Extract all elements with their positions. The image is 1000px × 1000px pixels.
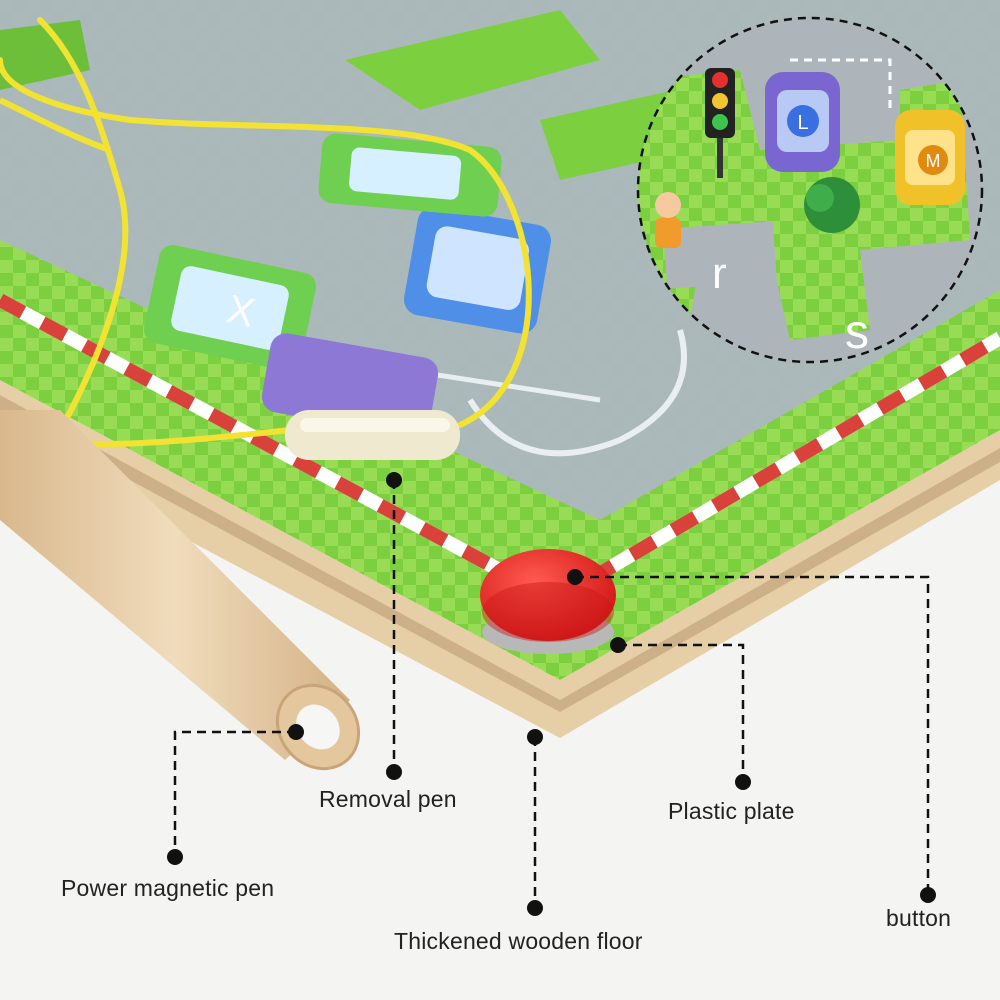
inset-letter-m: M [926,151,941,171]
label-removal-pen: Removal pen [319,786,457,812]
label-plastic-plate: Plastic plate [668,798,795,824]
pen-string [0,57,532,428]
callout-dots [167,472,936,916]
power-magnetic-pen [0,410,361,771]
car-piece-blue [404,206,551,334]
inset-letter-r: r [712,249,727,298]
callout-lines [173,480,930,907]
car-piece-x: X [143,245,317,371]
label-button: button [886,905,952,931]
label-power-magnetic-pen: Power magnetic pen [61,875,275,901]
board-button [480,549,616,654]
removal-pen [285,410,460,460]
label-thickened-wooden-floor: Thickened wooden floor [394,928,643,954]
car-piece-green [318,133,502,217]
inset-letter-s: s [845,306,869,359]
inset-letter-l: L [797,112,808,134]
wooden-floor [0,380,1000,738]
detail-inset: L M r s [636,16,984,364]
child-icon [655,192,681,218]
